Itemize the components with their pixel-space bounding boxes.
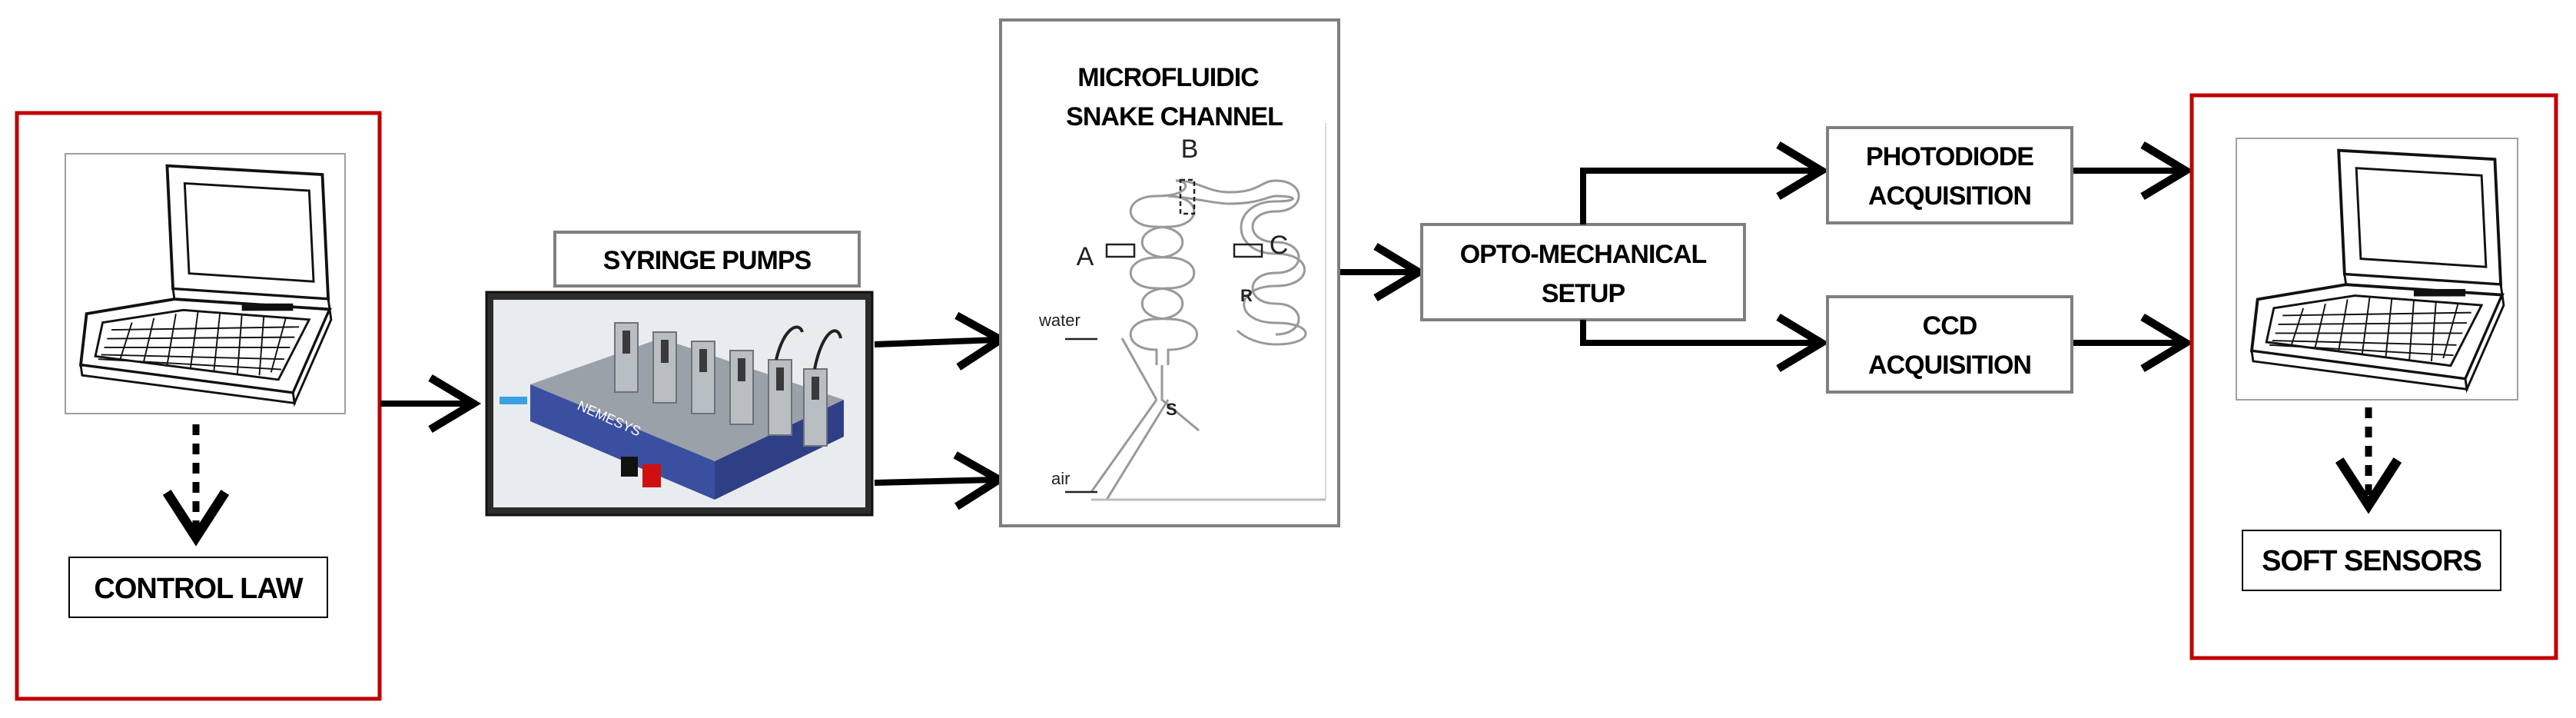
marker-a-label: A <box>1077 242 1094 271</box>
opto-title-line2: SETUP <box>1542 279 1625 308</box>
microfluidic-title-line1: MICROFLUIDIC <box>1077 63 1259 92</box>
estimator-group-frame <box>2189 93 2558 660</box>
air-inlet-label: air <box>1051 469 1070 488</box>
ccd-line1: CCD <box>1923 311 1977 341</box>
ccd-acquisition-box <box>1826 295 2073 394</box>
marker-b-label: B <box>1181 135 1199 164</box>
syringe-pumps-label-box <box>553 231 861 288</box>
marker-c-label: C <box>1270 231 1289 260</box>
arrow-opto-to-ccd <box>1580 313 1830 373</box>
microfluidic-channel-box <box>999 18 1340 527</box>
photodiode-line1: PHOTODIODE <box>1866 142 2033 171</box>
syringe-pump-photo: NEMESYS <box>485 291 874 517</box>
arrow-pumps-to-air-inlet <box>874 451 1007 510</box>
water-inlet-label: water <box>1038 311 1081 330</box>
radius-r-label: R <box>1240 286 1253 305</box>
syringe-pumps-label: SYRINGE PUMPS <box>603 246 812 275</box>
photodiode-line2: ACQUISITION <box>1868 181 2031 211</box>
channel-markers <box>1065 178 1263 494</box>
ccd-line2: ACQUISITION <box>1868 351 2031 380</box>
opto-title-line1: OPTO-MECHANICAL <box>1460 240 1707 269</box>
controller-group-frame <box>15 111 382 701</box>
control-law-box <box>68 557 328 618</box>
microfluidic-title-line2: SNAKE CHANNEL <box>1066 102 1283 131</box>
arrow-pumps-to-water-inlet <box>874 311 1009 371</box>
spacing-s-label: S <box>1166 400 1177 419</box>
arrow-opto-to-photodiode <box>1580 141 1830 224</box>
soft-sensors-label: SOFT SENSORS <box>2262 545 2481 577</box>
soft-sensors-box <box>2242 530 2501 591</box>
photodiode-acquisition-box <box>1826 126 2073 224</box>
control-law-label: CONTROL LAW <box>94 573 303 605</box>
snake-channel-schematic <box>1090 179 1326 501</box>
